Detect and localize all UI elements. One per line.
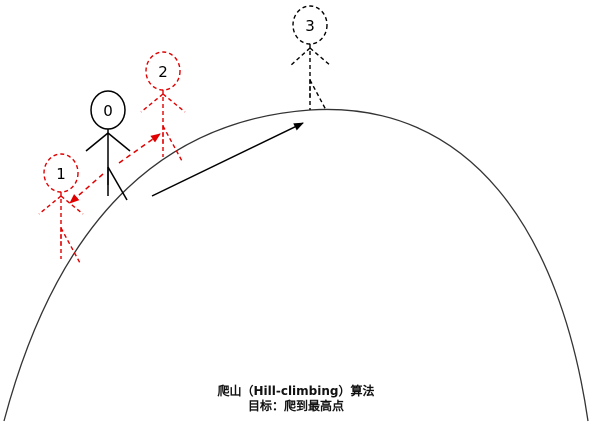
figure-2-label: 2 — [158, 63, 168, 81]
neighbor-arrow-up — [118, 133, 161, 164]
figure-3-label: 3 — [305, 17, 315, 35]
figure-0: 0 — [85, 90, 131, 201]
figure-1 — [38, 153, 84, 264]
caption-subtitle: 目标：爬到最高点 — [247, 399, 344, 413]
climb-arrow — [151, 122, 304, 197]
figure-1-label: 1 — [56, 165, 66, 183]
figure-0-label: 0 — [103, 102, 113, 120]
neighbor-arrow-down — [69, 173, 104, 204]
figure-3 — [289, 5, 332, 111]
caption-title: 爬山（Hill-climbing）算法 — [217, 384, 375, 398]
figure-2 — [140, 51, 186, 162]
hill-curve — [3, 108, 589, 422]
